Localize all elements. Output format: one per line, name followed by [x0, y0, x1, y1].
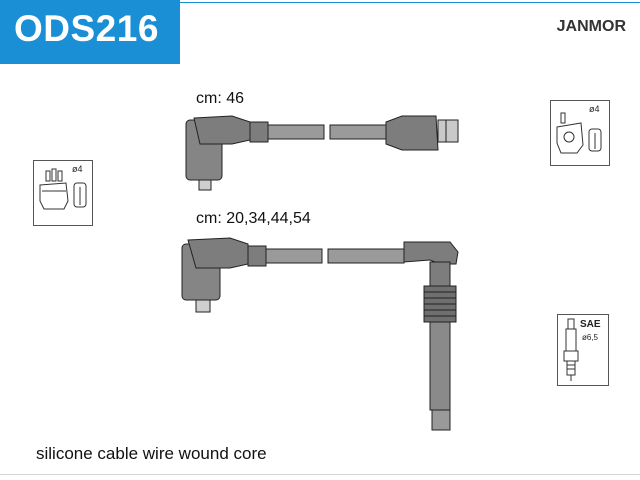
lead-length-label: cm: 20,34,44,54: [196, 210, 311, 227]
distributor-cap-icon: ø4: [33, 160, 93, 226]
product-code-badge: ODS216: [0, 0, 180, 64]
lead-length-label: cm: 46: [196, 90, 245, 107]
cap-diameter-label: ø4: [72, 164, 83, 174]
brand-name: JANMOR: [556, 18, 626, 35]
spark-plug-icon: SAE ø6,5: [557, 314, 609, 386]
distributor-cap-icon: ø4: [550, 100, 610, 166]
product-code: ODS216: [14, 8, 159, 49]
footer-rule: [0, 474, 640, 475]
ignition-lead-1: [185, 115, 459, 191]
plug-standard-label: SAE: [580, 319, 601, 330]
cap-diameter-label: ø4: [589, 104, 600, 114]
plug-size-label: ø6,5: [582, 333, 599, 342]
header-rule: [180, 2, 640, 3]
ignition-lead-2: [181, 237, 459, 431]
product-description: silicone cable wire wound core: [36, 444, 267, 463]
